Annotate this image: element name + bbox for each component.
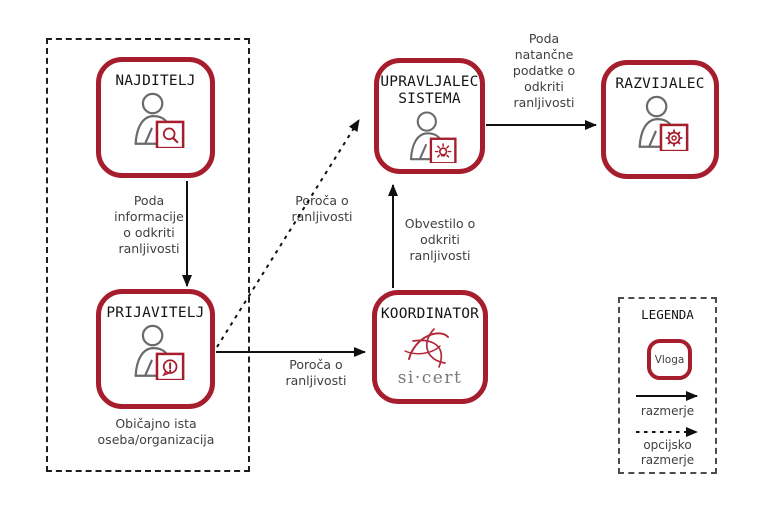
person-lightbulb-icon [401, 110, 457, 163]
node-razvijalec: RAZVIJALEC [601, 60, 719, 179]
node-prijavitelj-title: PRIJAVITELJ [106, 305, 205, 321]
edge-label-poda-natancne: Poda natančne podatke o odkriti ranljivo… [512, 31, 576, 110]
legend-title: LEGENDA [641, 307, 694, 322]
sicert-logo-text: si·cert [397, 368, 463, 389]
node-najditelj-title: NAJDITELJ [115, 73, 196, 89]
edge-label-poroca-dashed: Poroča o ranljivosti [291, 193, 353, 224]
legend-solid-arrow [636, 391, 698, 401]
legend-role-label: Vloga [654, 353, 685, 366]
edge-label-poroca-solid: Poroča o ranljivosti [285, 357, 347, 388]
legend-dashed-arrow-label: opcijsko razmerje [640, 438, 695, 467]
node-koordinator: KOORDINATOR si·cert [372, 290, 488, 404]
node-koordinator-title: KOORDINATOR [380, 306, 480, 322]
node-upravljalec-title: UPRAVLJALEC SISTEMA [380, 74, 479, 108]
person-gear-icon [629, 94, 689, 152]
node-razvijalec-title: RAZVIJALEC [615, 76, 705, 92]
legend-box: LEGENDA Vloga razmerje opcijsko razmerje [618, 297, 717, 474]
edge-label-poda-informacije: Poda informacije o odkriti ranljivosti [114, 193, 184, 256]
node-upravljalec-sistema: UPRAVLJALEC SISTEMA [374, 58, 485, 174]
legend-dashed-arrow [636, 427, 698, 437]
node-prijavitelj: PRIJAVITELJ [96, 289, 215, 409]
edge-label-obvestilo: Obvestilo o odkriti ranljivosti [404, 216, 476, 263]
legend-role-box: Vloga [647, 339, 692, 380]
person-magnifier-icon [125, 91, 184, 149]
node-najditelj: NAJDITELJ [96, 57, 215, 178]
sicert-logo [404, 328, 449, 369]
person-alert-bubble-icon [125, 323, 184, 381]
prijavitelj-note: Običajno ista oseba/organizacija [97, 416, 215, 448]
legend-solid-arrow-label: razmerje [640, 404, 695, 418]
